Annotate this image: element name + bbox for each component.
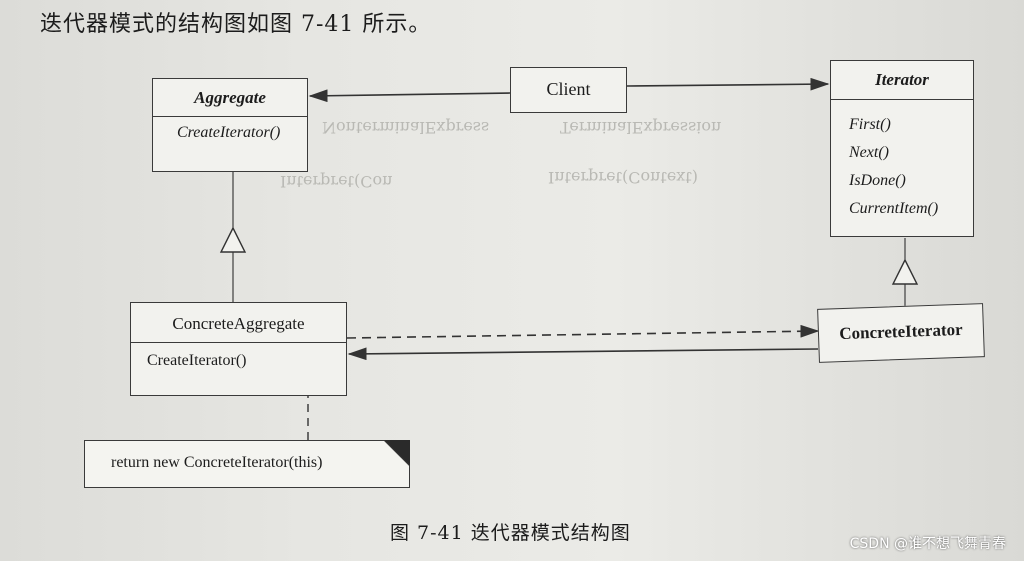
iterator-op-isdone: IsDone() [849, 172, 906, 189]
note-folded-corner-icon [384, 440, 410, 466]
concrete-aggregate-class-box: ConcreteAggregate CreateIterator() [130, 302, 347, 396]
client-class-box: Client [510, 67, 627, 113]
iterator-class-name: Iterator [875, 70, 929, 89]
iterator-class-box: Iterator First() Next() IsDone() Current… [830, 60, 974, 237]
note-box: return new ConcreteIterator(this) [84, 440, 410, 488]
concrete-iterator-class-name: ConcreteIterator [838, 319, 963, 344]
creates-dependency-arrow [346, 324, 820, 339]
iterator-op-currentitem: CurrentItem() [849, 200, 939, 217]
client-to-aggregate-arrow [308, 89, 511, 103]
concrete-iterator-class-box: ConcreteIterator [817, 303, 985, 363]
aggregate-operation: CreateIterator() [177, 124, 281, 141]
csdn-watermark: CSDN @谁不想飞舞青春 [849, 536, 1006, 552]
iterator-to-aggregate-arrow [347, 347, 819, 361]
iterator-op-first: First() [849, 116, 891, 133]
concrete-aggregate-class-name: ConcreteAggregate [172, 314, 305, 333]
client-class-name: Client [546, 79, 591, 99]
concrete-aggregate-operation: CreateIterator() [147, 352, 247, 369]
iterator-inheritance-triangle [891, 258, 919, 285]
aggregate-class-box: Aggregate CreateIterator() [152, 78, 308, 172]
note-text: return new ConcreteIterator(this) [111, 454, 323, 471]
client-to-iterator-arrow [626, 77, 830, 91]
aggregate-class-name: Aggregate [194, 88, 266, 107]
iterator-op-next: Next() [849, 144, 889, 161]
figure-caption: 图 7-41 迭代器模式结构图 [390, 522, 631, 544]
page-heading: 迭代器模式的结构图如图 7-41 所示。 [40, 12, 432, 37]
aggregate-inheritance-triangle [219, 226, 247, 253]
